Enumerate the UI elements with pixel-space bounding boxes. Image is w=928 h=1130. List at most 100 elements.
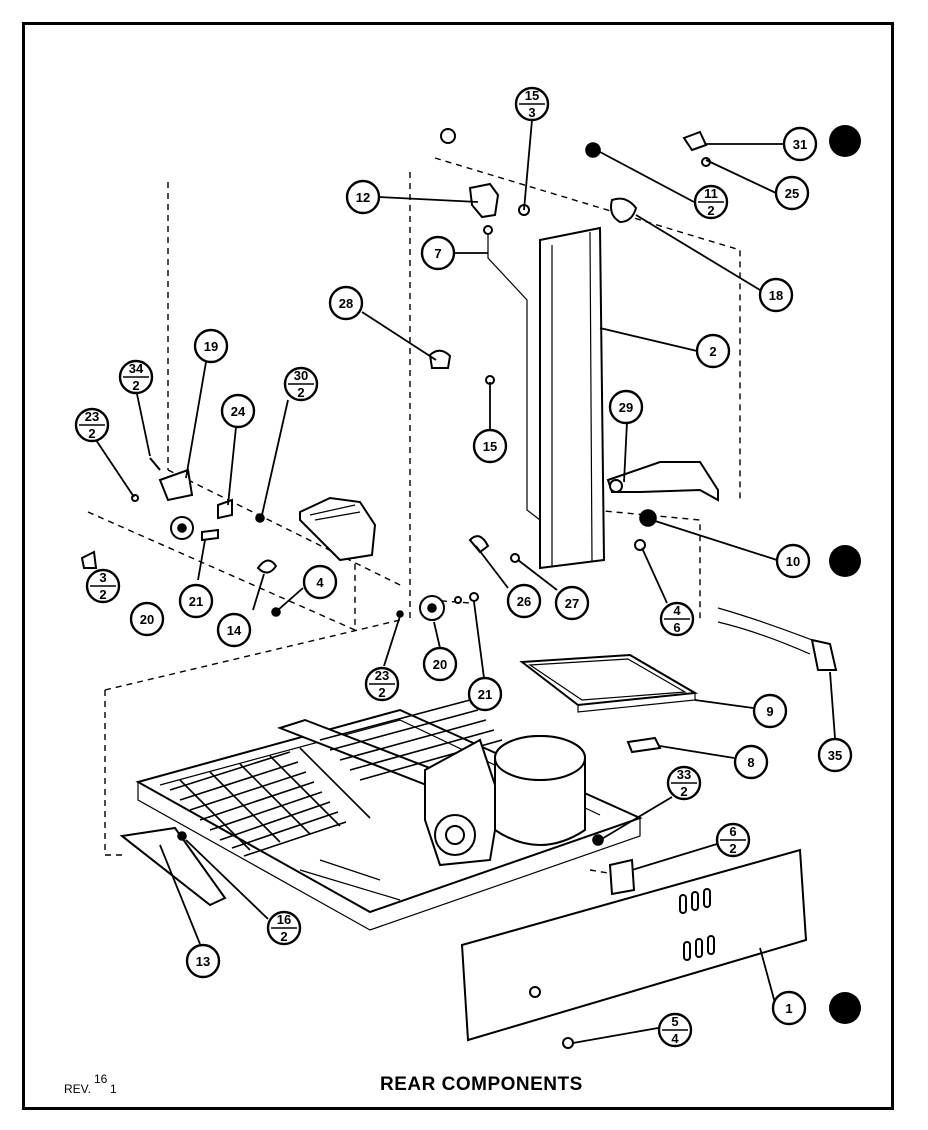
- svg-text:24: 24: [231, 404, 246, 419]
- drawing-frame: [22, 22, 894, 1110]
- vertical-channel-part: [539, 226, 606, 570]
- callout-27: 27: [554, 585, 590, 621]
- svg-text:1: 1: [785, 1001, 792, 1016]
- svg-text:10: 10: [786, 554, 800, 569]
- machine-base-part: [135, 699, 643, 931]
- screw-part: [592, 834, 604, 846]
- callout-19: 19: [193, 328, 229, 364]
- terminal-part: [606, 461, 719, 502]
- diagram-title: REAR COMPONENTS: [380, 1074, 583, 1095]
- callouts: 153 31 12 112 25 7 18 28 2 19 342 302 29…: [74, 86, 853, 1048]
- svg-text:35: 35: [828, 748, 842, 763]
- callout-14: 14: [216, 612, 252, 648]
- screw-part: [510, 553, 520, 563]
- clip-part: [608, 858, 636, 896]
- callout-11-2: 112: [693, 184, 729, 220]
- svg-text:4: 4: [671, 1031, 679, 1046]
- svg-text:2: 2: [280, 929, 287, 944]
- callout-2: 2: [695, 333, 731, 369]
- screw-part: [255, 513, 265, 523]
- callout-23-2a: 232: [74, 407, 110, 443]
- callout-7: 7: [420, 235, 456, 271]
- clip-part: [256, 559, 278, 574]
- svg-text:2: 2: [297, 385, 304, 400]
- callout-4: 4: [302, 564, 338, 600]
- svg-text:2: 2: [88, 426, 95, 441]
- callout-13: 13: [185, 943, 221, 979]
- svg-text:18: 18: [769, 288, 783, 303]
- svg-text:25: 25: [785, 186, 799, 201]
- svg-text:5: 5: [671, 1014, 678, 1029]
- axle-part: [469, 592, 479, 602]
- svg-text:21: 21: [478, 687, 492, 702]
- clip-part: [682, 130, 708, 152]
- callout-24: 24: [220, 393, 256, 429]
- clamp-part: [610, 197, 638, 224]
- screw-part: [149, 457, 161, 471]
- screw-part: [562, 1037, 574, 1049]
- bracket-part: [217, 498, 233, 520]
- grommet-part: [440, 128, 456, 144]
- callout-6-2: 62: [715, 822, 751, 858]
- callout-33-2: 332: [666, 765, 702, 801]
- revision-suffix: 1: [110, 1082, 117, 1096]
- svg-text:23: 23: [375, 668, 389, 683]
- callout-3-2: 32: [85, 568, 121, 604]
- svg-text:6: 6: [673, 620, 680, 635]
- bracket-part: [468, 182, 500, 219]
- callout-29: 29: [608, 389, 644, 425]
- svg-text:20: 20: [433, 657, 447, 672]
- svg-text:31: 31: [793, 137, 807, 152]
- svg-text:29: 29: [619, 400, 633, 415]
- svg-text:2: 2: [680, 784, 687, 799]
- hinge-bracket-part: [158, 468, 194, 502]
- callout-21a: 21: [178, 583, 214, 619]
- svg-text:28: 28: [339, 296, 353, 311]
- grommet-part: [585, 142, 601, 158]
- svg-text:9: 9: [766, 704, 773, 719]
- callout-25: 25: [774, 175, 810, 211]
- rear-panel-part: [460, 848, 808, 1049]
- fan-shroud-part: [299, 496, 377, 562]
- callout-21b: 21: [467, 676, 503, 712]
- svg-text:3: 3: [99, 570, 106, 585]
- callout-18: 18: [758, 277, 794, 313]
- svg-text:6: 6: [729, 824, 736, 839]
- callout-1: 1: [771, 990, 807, 1026]
- svg-text:4: 4: [316, 575, 324, 590]
- power-cord-part: [717, 607, 813, 641]
- screw-part: [634, 539, 646, 551]
- svg-text:2: 2: [709, 344, 716, 359]
- screw-part: [80, 550, 98, 569]
- revision-number: 16: [94, 1072, 108, 1086]
- svg-text:13: 13: [196, 954, 210, 969]
- svg-text:8: 8: [747, 755, 754, 770]
- svg-text:2: 2: [729, 841, 736, 856]
- callout-23-2b: 232: [364, 666, 400, 702]
- svg-text:33: 33: [677, 767, 691, 782]
- terminal-end: [609, 479, 623, 493]
- callout-4-6: 46: [659, 601, 695, 637]
- callout-15: 15: [472, 428, 508, 464]
- callout-8: 8: [733, 744, 769, 780]
- clip-part: [468, 535, 490, 554]
- callout-34-2: 342: [118, 359, 154, 395]
- bracket-part: [119, 826, 227, 907]
- svg-text:20: 20: [140, 612, 154, 627]
- svg-text:15: 15: [483, 439, 497, 454]
- svg-text:23: 23: [85, 409, 99, 424]
- callout-20a: 20: [129, 601, 165, 637]
- svg-text:34: 34: [129, 361, 144, 376]
- grommet-part: [639, 509, 657, 527]
- screw-part: [177, 831, 187, 841]
- revision-label: REV.: [64, 1082, 91, 1096]
- callout-30-2: 302: [283, 366, 319, 402]
- svg-text:16: 16: [277, 912, 291, 927]
- callout-26: 26: [506, 583, 542, 619]
- registration-dot: [829, 545, 861, 577]
- leader-lines: [95, 119, 836, 1044]
- callout-12: 12: [345, 179, 381, 215]
- svg-text:2: 2: [132, 378, 139, 393]
- callout-9: 9: [752, 693, 788, 729]
